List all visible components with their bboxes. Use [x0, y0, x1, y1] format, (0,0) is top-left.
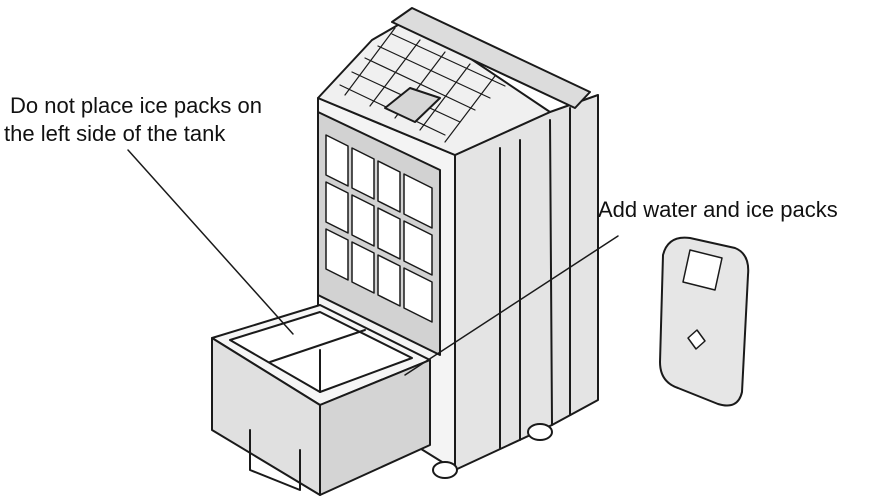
ice-pack-illustration — [659, 236, 750, 407]
wheel-icon — [432, 461, 458, 479]
leader-line-right — [404, 235, 619, 376]
instruction-label-left-line1: Do not place ice packs on — [10, 93, 262, 118]
tank-handle-cutout — [249, 429, 301, 491]
wheel-icon — [527, 423, 553, 441]
cooler-side-panel — [454, 94, 599, 471]
cooler-top-panel — [317, 17, 551, 156]
tank-divider — [269, 329, 366, 363]
instruction-label-left-line2: the left side of the tank — [4, 121, 226, 146]
filter-grid — [325, 134, 433, 323]
cooler-lid — [391, 7, 591, 109]
side-ridge — [549, 119, 553, 426]
top-vent-grid — [339, 27, 506, 143]
top-handle — [384, 87, 441, 123]
water-tank-side — [319, 359, 431, 496]
leader-line-left — [127, 149, 294, 335]
instruction-label-right: Add water and ice packs — [598, 197, 838, 222]
